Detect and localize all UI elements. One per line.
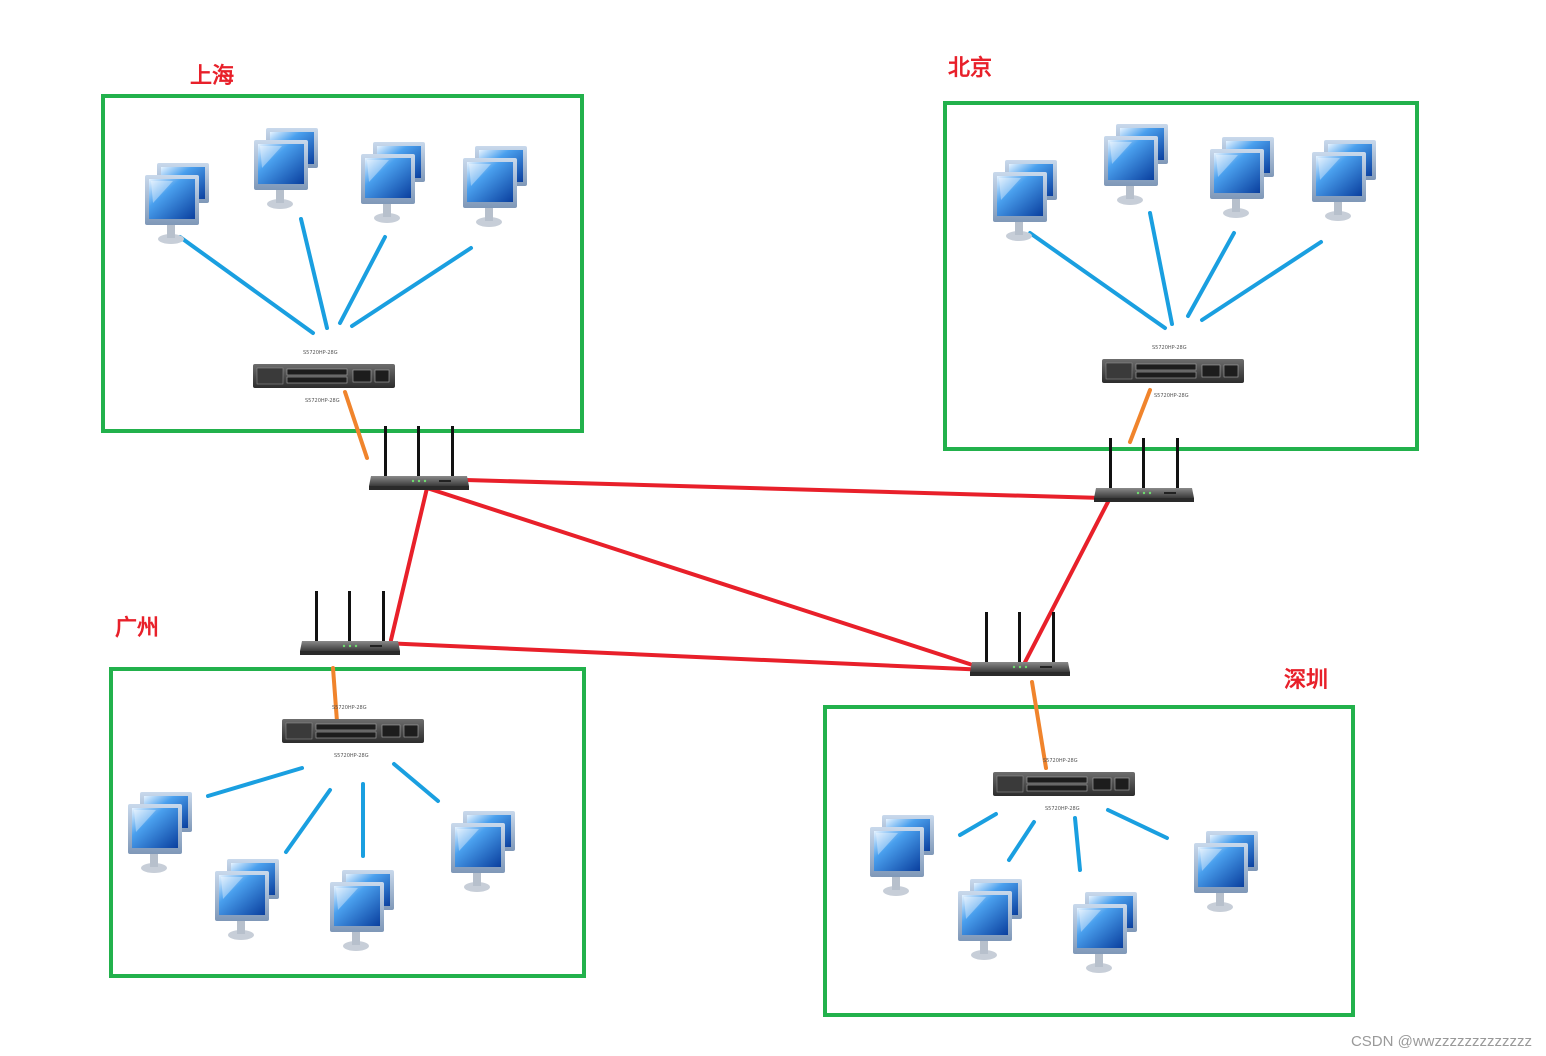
computer-icon — [1073, 892, 1137, 973]
computer-icon — [128, 792, 192, 873]
computer-icon — [870, 815, 934, 896]
site-shenzhen-boundary — [823, 705, 1355, 1017]
router-icon — [1094, 438, 1194, 502]
computer-icon — [215, 859, 279, 940]
router-icon — [300, 591, 400, 655]
router-icon — [970, 612, 1070, 676]
uplinks — [331, 388, 1152, 770]
wan-link-shanghai-beijing — [464, 478, 1105, 500]
site-label-shenzhen: 深圳 — [1284, 668, 1329, 693]
wan-link-shanghai-shenzhen — [425, 486, 990, 672]
site-label-guangzhou: 广州 — [115, 616, 160, 641]
switch-icon — [1101, 344, 1245, 400]
watermark: CSDN @wwzzzzzzzzzzzzz — [1350, 1033, 1532, 1050]
computer-icon — [1210, 137, 1274, 218]
wan-links — [381, 478, 1112, 672]
pc-links — [178, 211, 1323, 872]
wan-link-shanghai-guangzhou — [389, 486, 429, 642]
computer-icon — [330, 870, 394, 951]
computer-icon — [361, 142, 425, 223]
wan-link-beijing-shenzhen — [1020, 496, 1112, 670]
uplink-shanghai — [343, 390, 369, 460]
router-icon — [369, 426, 469, 490]
computer-icon — [1194, 831, 1258, 912]
computer-icon — [254, 128, 318, 209]
wan-link-guangzhou-shenzhen — [381, 641, 990, 672]
computer-icon — [451, 811, 515, 892]
switch-icon — [281, 704, 425, 760]
site-guangzhou-boundary — [109, 667, 586, 978]
site-shanghai-boundary — [101, 94, 584, 433]
site-label-beijing: 北京 — [948, 56, 993, 81]
switch-icon — [252, 349, 396, 405]
computer-icon — [463, 146, 527, 227]
site-beijing-boundary — [943, 101, 1419, 451]
uplink-shenzhen — [1030, 680, 1048, 770]
computer-icon — [1312, 140, 1376, 221]
switch-icon — [992, 757, 1136, 813]
computer-icon — [958, 879, 1022, 960]
site-label-shanghai: 上海 — [190, 64, 235, 89]
uplink-beijing — [1128, 388, 1152, 444]
computer-icon — [1104, 124, 1168, 205]
computer-icon — [993, 160, 1057, 241]
computer-icon — [145, 163, 209, 244]
